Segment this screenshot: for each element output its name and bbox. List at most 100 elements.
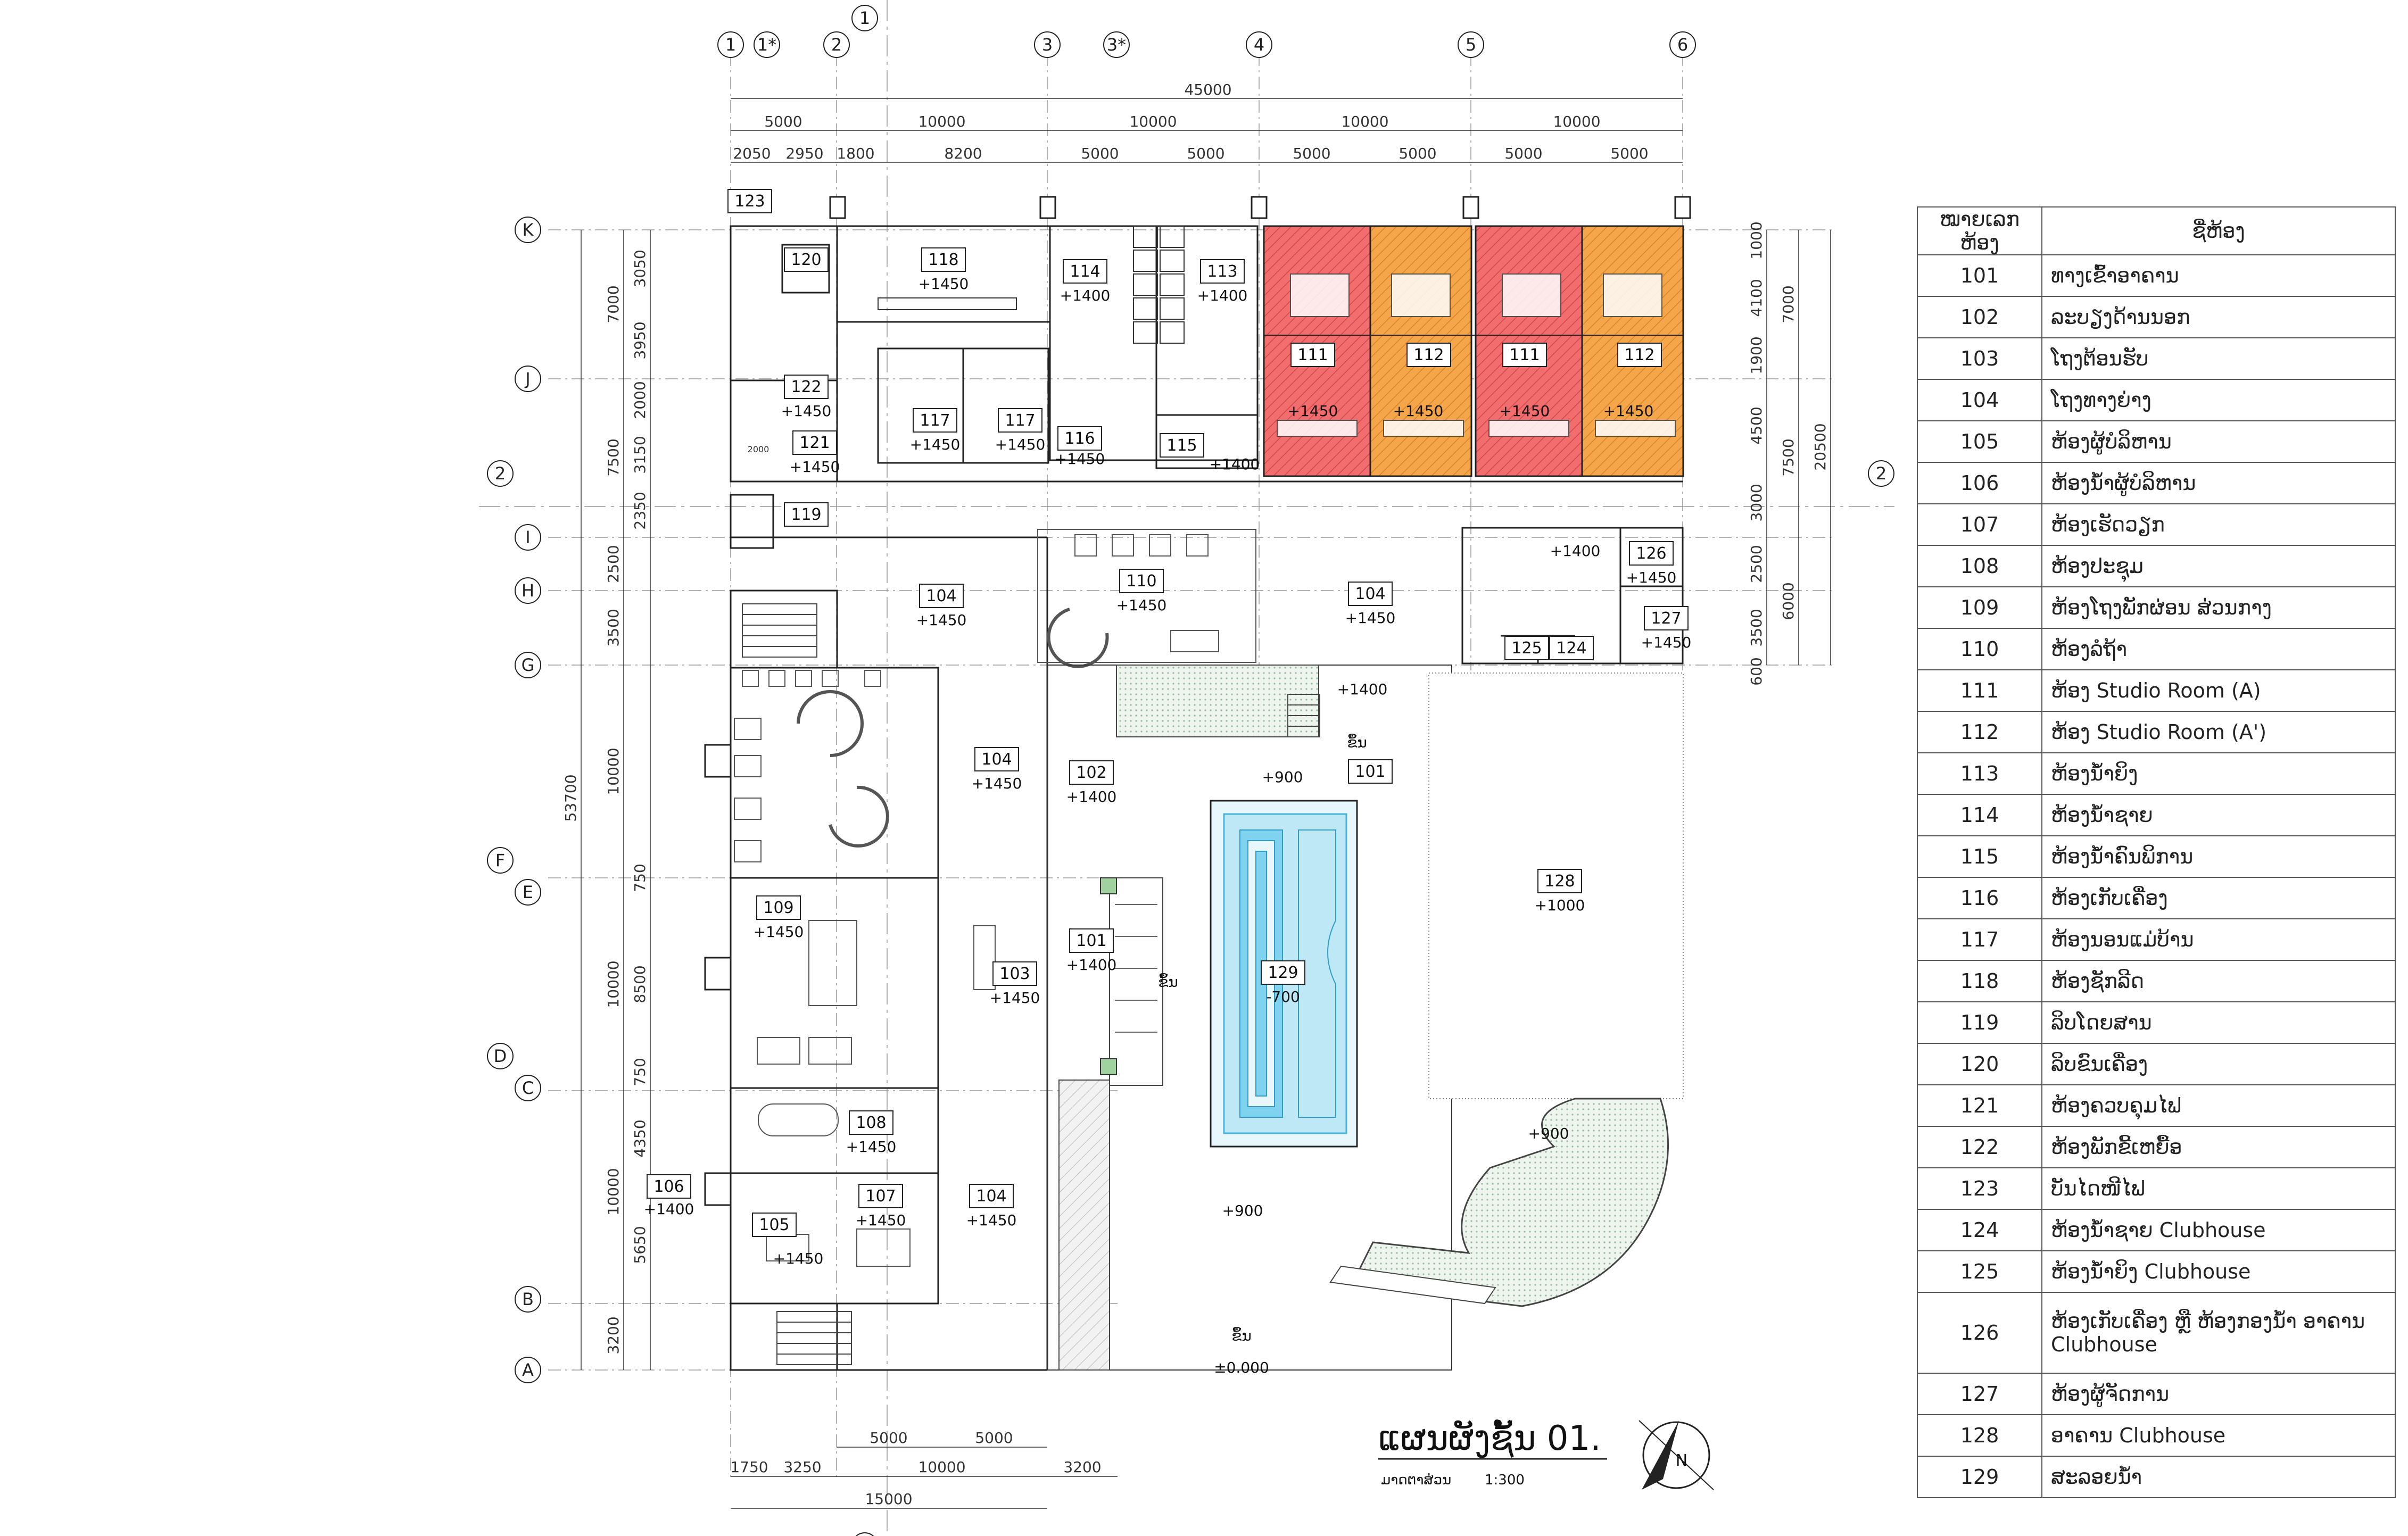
svg-text:110: 110	[1126, 572, 1156, 591]
svg-text:+1450: +1450	[754, 923, 804, 941]
svg-text:2: 2	[831, 35, 842, 55]
furniture	[734, 529, 1256, 1267]
room-name: ຫ້ອງນ້ຳຜູ້ບໍລິຫານ	[2041, 462, 2396, 504]
svg-text:E: E	[523, 882, 533, 902]
svg-text:5650: 5650	[631, 1226, 649, 1264]
svg-text:750: 750	[631, 1058, 649, 1086]
svg-text:+1450: +1450	[1500, 402, 1550, 420]
svg-text:8200: 8200	[944, 145, 982, 162]
svg-text:127: 127	[1651, 609, 1681, 628]
room-number: 121	[1917, 1084, 2042, 1127]
svg-text:2000: 2000	[748, 444, 769, 454]
svg-text:1900: 1900	[1748, 336, 1765, 374]
room-name: ລິບໂດຍສານ	[2041, 1001, 2396, 1044]
svg-text:K: K	[523, 220, 534, 240]
svg-text:7000: 7000	[605, 285, 622, 323]
svg-text:3000: 3000	[1748, 484, 1765, 521]
room-number: 117	[1917, 918, 2042, 961]
legend-header-num: ໝາຍເລກຫ້ອງ	[1917, 206, 2042, 255]
svg-text:129: 129	[1268, 964, 1298, 982]
room-tag-129: 129-700	[1261, 960, 1305, 1006]
svg-text:+1000: +1000	[1535, 896, 1585, 914]
svg-text:+1450: +1450	[995, 436, 1046, 453]
svg-text:109: 109	[763, 899, 793, 917]
room-tag-109: 109 +1450	[754, 895, 804, 941]
svg-text:G: G	[522, 655, 535, 675]
room-number: 110	[1917, 628, 2042, 670]
grid-row-bubbles	[487, 217, 541, 1383]
svg-text:+1450: +1450	[972, 775, 1022, 792]
svg-text:8500: 8500	[631, 965, 649, 1003]
room-number: 108	[1917, 545, 2042, 587]
room-tag-119: 119	[784, 502, 829, 527]
room-name: ຫ້ອງລໍຖ້າ	[2041, 628, 2396, 670]
room-name: ຫ້ອງເກັບເຄື່ອງ ຫຼື ຫ້ອງກອງນ້ຳ ອາຄານ Club…	[2041, 1292, 2396, 1374]
svg-text:112: 112	[1413, 346, 1444, 364]
svg-text:3050: 3050	[631, 250, 649, 287]
room-tags: 123 120 118+1450 114+1400 113+1400 111+1…	[644, 189, 1691, 1267]
svg-text:114: 114	[1070, 262, 1100, 281]
svg-text:+1400: +1400	[1197, 287, 1248, 304]
svg-text:5000: 5000	[975, 1429, 1013, 1447]
grid-column-labels: 1 1* 2 3 3* 4 5 6	[725, 35, 1688, 55]
svg-text:10000: 10000	[918, 113, 965, 130]
room-number: 113	[1917, 752, 2042, 795]
room-tag-104-c: 104+1450	[972, 747, 1022, 792]
room-name: ຫ້ອງຄວບຄຸມໄຟ	[2041, 1084, 2396, 1127]
svg-text:6: 6	[1677, 35, 1688, 55]
svg-text:ຂຶ້ນ: ຂຶ້ນ	[1231, 1326, 1252, 1344]
svg-text:117: 117	[920, 411, 950, 430]
room-tag-112-b: 112+1450	[1603, 343, 1662, 420]
room-number: 124	[1917, 1209, 2042, 1251]
svg-text:+1450: +1450	[781, 402, 832, 420]
svg-text:H: H	[522, 580, 534, 601]
svg-text:+1450: +1450	[918, 275, 969, 293]
scale-label: ມາດຕາສ່ວນ	[1381, 1472, 1451, 1488]
section-markers: 1 2 2	[487, 5, 1894, 1536]
room-tag-102: 102+1400	[1066, 760, 1116, 806]
level-notes: +1400 +1400 +1400 +900 +900 +900 ±0.000 …	[748, 444, 1601, 1376]
left-dim-texts: 53700 7000 7500 2350 2500 3500 10000 750…	[562, 250, 649, 1354]
svg-text:+1400: +1400	[1210, 455, 1260, 473]
svg-text:+1450: +1450	[846, 1138, 897, 1156]
room-number: 115	[1917, 835, 2042, 878]
svg-text:5000: 5000	[1081, 145, 1119, 162]
svg-text:600: 600	[1748, 657, 1765, 685]
room-tag-115: 115+1400	[1160, 433, 1260, 473]
svg-text:C: C	[522, 1078, 534, 1098]
room-name: ລະບຽງດ້ານນອກ	[2041, 296, 2396, 338]
room-tag-111-b: 111 +1450	[1500, 343, 1550, 420]
svg-text:124: 124	[1556, 639, 1586, 658]
room-tag-123: 123	[727, 189, 772, 213]
room-name: ທາງເຂົ້າອາຄານ	[2041, 254, 2396, 297]
room-name: ຫ້ອງເກັບເຄື່ອງ	[2041, 877, 2396, 919]
svg-text:+1450: +1450	[1626, 569, 1677, 586]
room-tag-117-b: 117+1450	[995, 408, 1046, 453]
svg-text:111: 111	[1509, 346, 1540, 364]
room-tag-128: 128+1000	[1535, 869, 1585, 914]
svg-text:N: N	[1676, 1451, 1687, 1470]
room-tag-126: 126+1450	[1626, 541, 1677, 586]
room-number: 111	[1917, 669, 2042, 712]
svg-text:ຂຶ້ນ: ຂຶ້ນ	[1347, 733, 1367, 751]
structural-columns	[829, 196, 1691, 219]
svg-text:750: 750	[631, 864, 649, 892]
svg-text:4350: 4350	[631, 1119, 649, 1157]
top-dim-texts: 45000 5000 10000 10000 10000 10000 2050 …	[733, 81, 1648, 162]
svg-text:3150: 3150	[631, 436, 649, 474]
svg-text:5000: 5000	[1187, 145, 1224, 162]
scale-value: 1:300	[1485, 1472, 1525, 1488]
svg-text:7500: 7500	[605, 438, 622, 476]
room-tag-125: 125	[1504, 636, 1549, 660]
svg-text:53700: 53700	[562, 774, 580, 821]
room-number: 107	[1917, 503, 2042, 546]
grid-row-labels: K J I H G F E D C B A	[494, 220, 535, 1380]
